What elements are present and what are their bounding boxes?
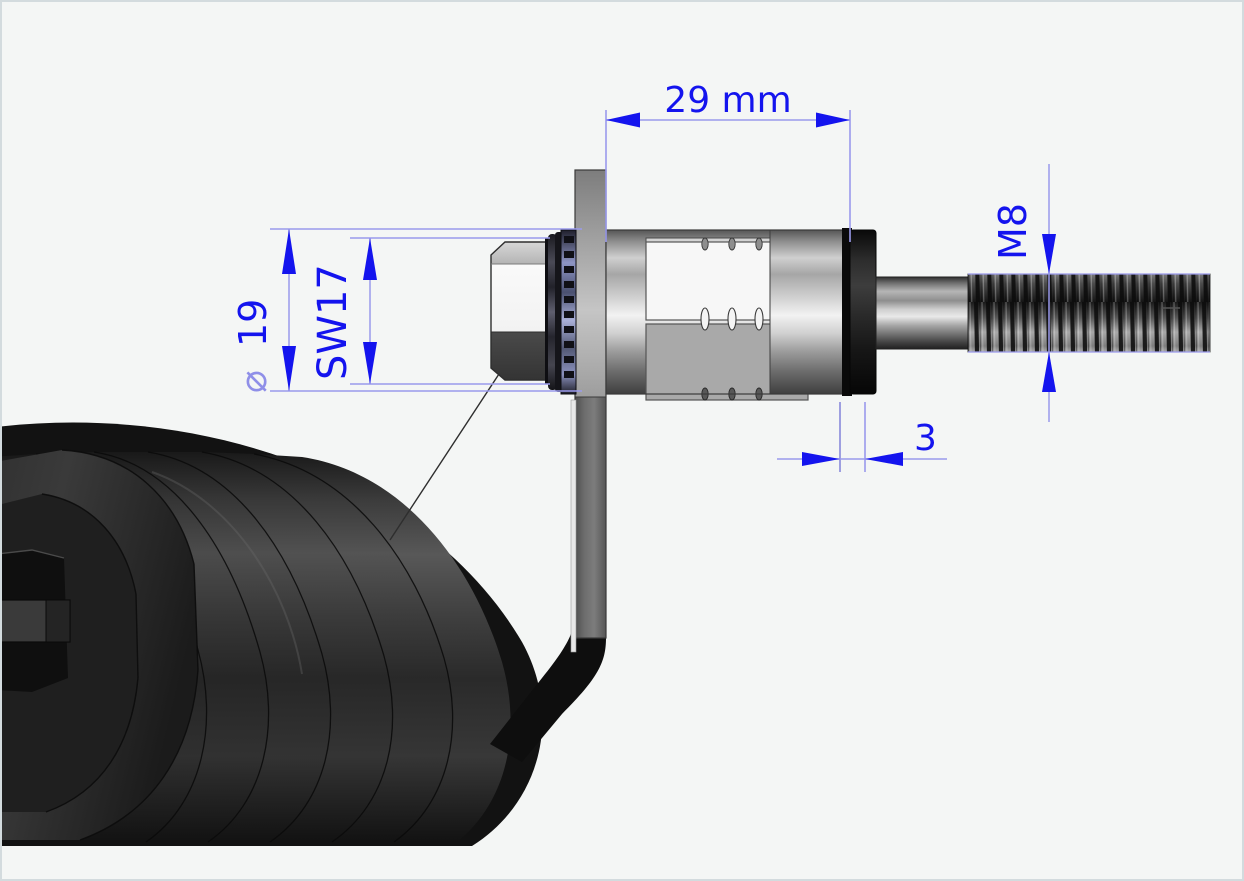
cable-boot (2, 422, 543, 846)
dimension-label-sw17: SW17 (310, 264, 356, 380)
connector-body (605, 229, 849, 401)
diameter-symbol-icon: ⌀ (231, 370, 275, 393)
shoulder-shaft (875, 276, 973, 350)
dimension-label-19: 19 (231, 299, 275, 347)
dimension-label-29mm: 29 mm (664, 80, 791, 121)
dimension-thread-diameter: M8 (968, 164, 1210, 422)
dimension-label-3: 3 (914, 418, 937, 459)
dimension-diameter-19: 19 ⌀ (231, 228, 582, 393)
dimension-label-m8: M8 (991, 203, 1035, 260)
end-cap (842, 228, 877, 396)
dimension-wrench-size: SW17 (310, 237, 550, 385)
lock-washer (545, 229, 577, 395)
hex-nut (490, 241, 547, 381)
leader-line (389, 373, 500, 541)
dimension-cap-thickness: 3 (777, 402, 947, 472)
panel-bracket (490, 169, 607, 762)
threaded-stud (967, 273, 1211, 353)
dimension-length-overall: 29 mm (605, 80, 851, 242)
